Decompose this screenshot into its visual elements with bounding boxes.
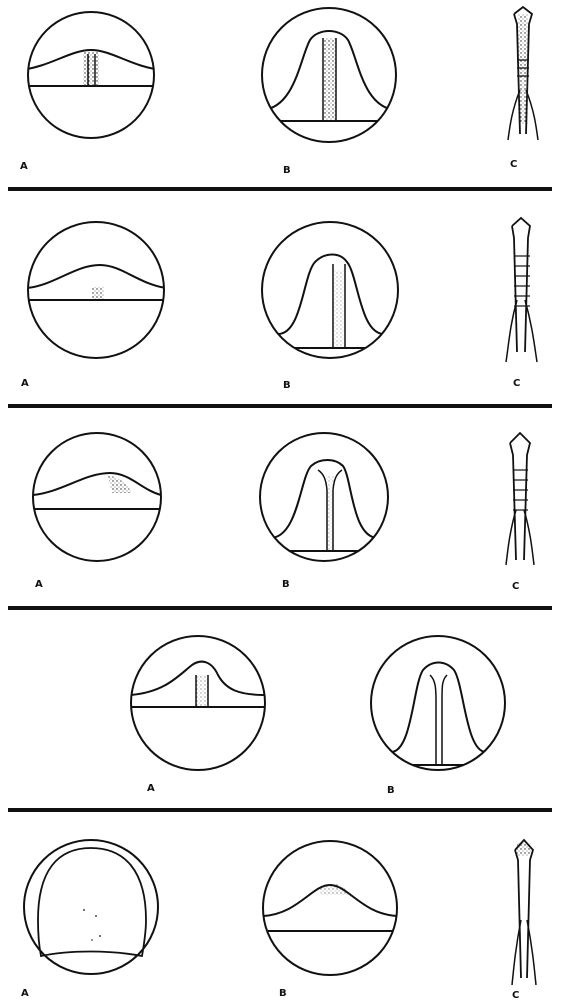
row3-figure-b <box>260 433 388 561</box>
row5-figure-a <box>24 840 158 974</box>
row2-figure-a <box>27 222 167 358</box>
row1-label-b: B <box>283 165 291 176</box>
row1-label-c: C <box>510 159 517 170</box>
row5-figure-c <box>512 840 536 985</box>
row3-figure-a <box>33 433 161 561</box>
row5-label-c: C <box>512 990 519 1001</box>
row5-figure-b <box>263 841 397 975</box>
row3-label-c: C <box>512 581 519 592</box>
row4-label-b: B <box>387 785 395 796</box>
row2-figure-c <box>506 218 537 362</box>
row1-label-a: A <box>20 161 28 172</box>
row3-figure-c <box>506 433 534 565</box>
row2-figure-b <box>262 222 398 358</box>
row2-label-b: B <box>283 380 291 391</box>
row5-label-b: B <box>279 988 287 999</box>
row2-label-c: C <box>513 378 520 389</box>
row1-figure-b <box>262 8 396 142</box>
row2-label-a: A <box>21 378 29 389</box>
row5-label-a: A <box>21 988 29 999</box>
row3-label-a: A <box>35 579 43 590</box>
row1-figure-c <box>508 7 538 140</box>
row4-figure-b <box>371 636 505 770</box>
row4-label-a: A <box>147 783 155 794</box>
row3-label-b: B <box>282 579 290 590</box>
row1-figure-a <box>20 12 162 138</box>
row4-figure-a <box>131 636 265 770</box>
